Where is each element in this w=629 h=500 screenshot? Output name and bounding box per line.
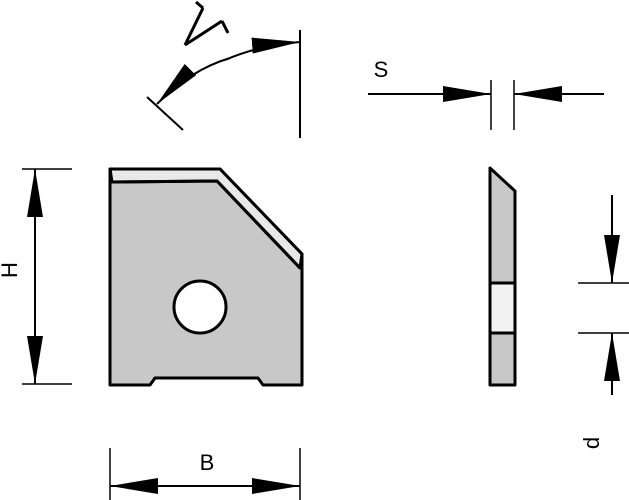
hole-diameter-label: d xyxy=(579,437,604,449)
angle-dimension xyxy=(146,30,301,138)
angle-symbol-icon xyxy=(183,0,230,47)
insert-front-view xyxy=(108,167,304,387)
height-label: H xyxy=(0,262,22,278)
insert-side-view xyxy=(488,166,517,387)
thickness-label: S xyxy=(374,57,389,82)
hole-diameter-dimension xyxy=(578,195,629,395)
height-dimension xyxy=(22,168,72,385)
mounting-hole xyxy=(172,279,228,335)
width-label: B xyxy=(200,450,215,475)
hole-section xyxy=(488,281,517,335)
width-dimension xyxy=(109,448,301,500)
thickness-dimension xyxy=(368,80,604,130)
